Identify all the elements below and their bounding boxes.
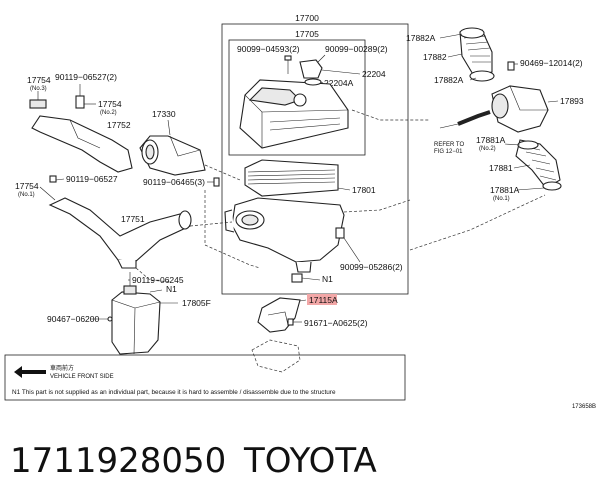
label-90099-04593: 90099−04593(2) — [237, 44, 300, 54]
air-filter-element-drawing — [244, 159, 351, 197]
label-90099-05286: 90099−05286(2) — [340, 262, 403, 272]
resonator-17330-drawing — [139, 119, 206, 176]
label-figure-code: 173658B — [572, 404, 596, 410]
label-90119-06527-2: 90119−06527(2) — [55, 72, 117, 82]
hose-17881-drawing — [504, 139, 562, 191]
throttle-body-17893-drawing — [491, 85, 559, 133]
hose-17882-drawing — [439, 27, 518, 82]
engine-fragment-drawing — [251, 339, 301, 373]
label-n1-left: N1 — [166, 284, 177, 294]
duct-17751-drawing — [39, 175, 192, 269]
legend-box — [4, 354, 406, 401]
label-front-en: VEHICLE FRONT SIDE — [50, 374, 114, 380]
bolt-90119-06465 — [213, 177, 220, 187]
label-17754-no1: 17754 — [15, 181, 39, 191]
label-17754-no2: 17754 — [98, 99, 122, 109]
air-cleaner-case-drawing — [224, 197, 361, 273]
label-17881a-no2: 17881A — [476, 135, 506, 145]
label-17881a-no1-sub: (No.1) — [493, 196, 510, 202]
highlight-17115a — [307, 294, 337, 305]
label-17751: 17751 — [121, 214, 145, 224]
label-17882a-top: 17882A — [406, 33, 436, 43]
label-90119-06465: 90119−06465(3) — [143, 177, 205, 187]
air-cleaner-cap-drawing — [239, 54, 361, 149]
label-90099-00289: 90099−00289(2) — [325, 44, 388, 54]
footer-brand: TOYOTA — [243, 441, 377, 481]
label-17115a: 17115A — [309, 295, 338, 305]
label-17330: 17330 — [152, 109, 176, 119]
label-17882: 17882 — [423, 52, 447, 62]
label-90469-12014: 90469−12014(2) — [520, 58, 583, 68]
pcv-hose-drawing — [439, 110, 491, 129]
label-front-jp: 車両前方 — [50, 364, 74, 372]
label-17801: 17801 — [352, 185, 376, 195]
label-90119-06527: 90119−06527 — [66, 174, 118, 184]
label-17754-no3-sub: (No.3) — [30, 86, 47, 92]
resonator-17805f-drawing — [90, 272, 178, 355]
label-17752: 17752 — [107, 120, 131, 130]
assembly-box-17705 — [228, 39, 366, 156]
label-17754-no1-sub: (No.1) — [18, 192, 35, 198]
label-17805f: 17805F — [182, 298, 211, 308]
bracket-17115a-drawing — [257, 297, 307, 333]
label-n1-note: N1 This part is not supplied as an indiv… — [12, 389, 336, 396]
label-17893: 17893 — [560, 96, 584, 106]
label-17881: 17881 — [489, 163, 513, 173]
label-n1-center: N1 — [322, 274, 333, 284]
n1-grommet-drawing — [291, 273, 321, 283]
label-22204: 22204 — [362, 69, 386, 79]
label-22204a: 22204A — [324, 78, 354, 88]
label-refer-to: REFER TO — [434, 142, 464, 148]
label-refer-fig: FIG 12−01 — [434, 149, 463, 155]
label-17754-no2-sub: (No.2) — [100, 110, 117, 116]
label-90467-06200: 90467−06200 — [47, 314, 100, 324]
label-17881a-no2-sub: (No.2) — [479, 146, 496, 152]
label-90119-06245: 90119−06245 — [132, 275, 184, 285]
duct-17752-drawing — [29, 84, 133, 173]
label-17882a-mid: 17882A — [434, 75, 464, 85]
label-17705: 17705 — [295, 29, 319, 39]
front-arrow-icon — [14, 366, 46, 378]
footer-part-number: 1711928050 — [10, 441, 226, 481]
label-91671-a0625: 91671−A0625(2) — [304, 318, 368, 328]
label-17881a-no1: 17881A — [490, 185, 520, 195]
label-17700: 17700 — [295, 13, 319, 23]
label-17754-no3: 17754 — [27, 75, 51, 85]
